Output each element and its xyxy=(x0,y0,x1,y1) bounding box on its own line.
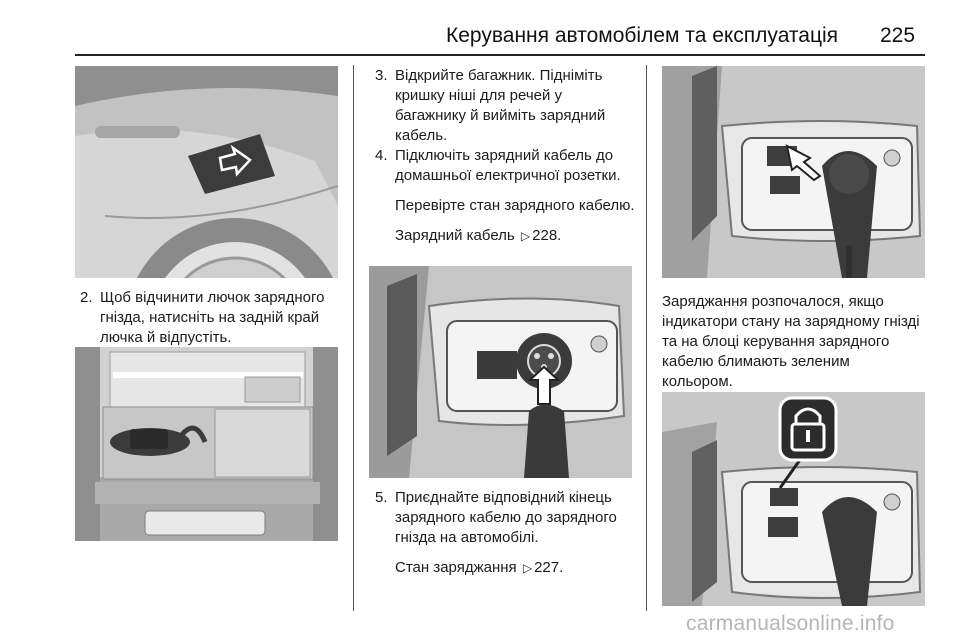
step-5: 5. Приєднайте відповідний кінець зарядно… xyxy=(375,488,635,578)
header-divider xyxy=(75,54,925,56)
step-2: 2. Щоб відчинити лючок зарядного гнізда,… xyxy=(80,288,342,348)
step-text: Відкрийте багажник. Підніміть кришку ніш… xyxy=(395,67,606,144)
step-number: 3. xyxy=(375,67,388,84)
step-text: Щоб відчинити лючок зарядного гнізда, на… xyxy=(100,289,325,346)
reference-text: Стан заряджання xyxy=(395,559,517,576)
triangle-right-icon: ▷ xyxy=(522,561,533,575)
triangle-right-icon: ▷ xyxy=(520,229,531,243)
watermark: carmanualsonline.info xyxy=(686,612,895,635)
figure-charging-flap-car-side xyxy=(75,66,338,278)
reference-text: Зарядний кабель xyxy=(395,227,515,244)
step-number: 5. xyxy=(375,489,388,506)
page-reference[interactable]: Стан заряджання ▷227. xyxy=(395,558,635,578)
step-note: Перевірте стан зарядного кабелю. xyxy=(395,197,635,214)
step-text: Приєднайте відповідний кінець зарядного … xyxy=(395,489,617,546)
figure-trunk-storage-cable xyxy=(75,347,338,541)
reference-page: 228. xyxy=(532,227,562,244)
step-number: 2. xyxy=(80,289,93,306)
step-number: 4. xyxy=(375,147,388,164)
column-divider-left xyxy=(353,65,354,611)
reference-page: 227. xyxy=(534,559,564,576)
step-text: Підключіть зарядний кабель до домашньої … xyxy=(395,147,621,184)
page-reference[interactable]: Зарядний кабель ▷228. xyxy=(395,226,635,246)
figure-charging-lock-indicator xyxy=(662,392,925,606)
charging-status-paragraph: Заряджання розпочалося, якщо індикатори … xyxy=(662,293,920,390)
step-4: 4. Підключіть зарядний кабель до домашнь… xyxy=(375,146,635,246)
figure-charging-socket-plugged xyxy=(662,66,925,278)
step-3: 3. Відкрийте багажник. Підніміть кришку … xyxy=(375,66,635,146)
figure-connect-charging-plug xyxy=(369,266,632,478)
column-divider-right xyxy=(646,65,647,611)
page-title: Керування автомобілем та експлуатація xyxy=(446,24,839,47)
page-number: 225 xyxy=(880,24,916,47)
